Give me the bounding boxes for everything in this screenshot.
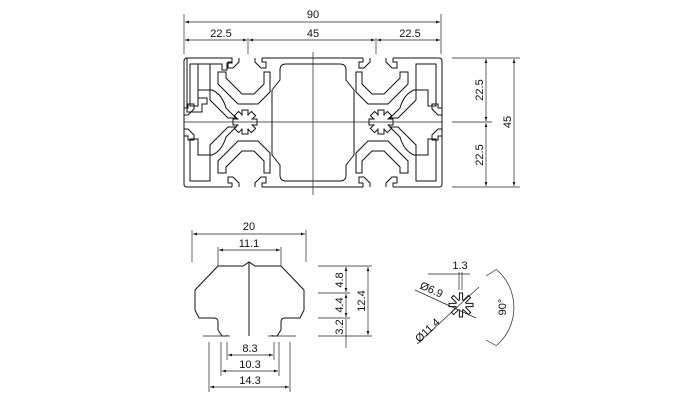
dim-slot-width: 20 <box>243 221 255 233</box>
dim-center-pitch: 45 <box>307 28 319 40</box>
dim-height-mid: 4.4 <box>334 297 346 312</box>
dim-upper-height: 22.5 <box>474 79 486 100</box>
core-detail: 1.3 Ø6.9 Ø11.4 90° <box>413 260 515 347</box>
core-bore-detail <box>448 292 474 318</box>
slot-detail: 20 11.1 8.3 10.3 14.3 4.8 4.4 3.2 12.4 <box>191 221 372 392</box>
dim-spline-width: 1.3 <box>452 260 467 272</box>
dim-outer-diameter: Ø11.4 <box>413 316 443 345</box>
dim-opening-inner: 8.3 <box>242 343 257 355</box>
dim-lower-height: 22.5 <box>474 144 486 165</box>
dim-overall-width: 90 <box>307 9 319 21</box>
dim-opening-outer: 14.3 <box>239 375 260 387</box>
profile-dimensions: 90 22.5 45 22.5 22.5 22.5 45 <box>183 9 520 188</box>
dim-angle: 90° <box>497 299 509 316</box>
profile-cross-section <box>183 52 443 195</box>
dim-slot-top-width: 11.1 <box>239 238 260 250</box>
dim-total-height: 12.4 <box>356 290 368 311</box>
dim-overall-height: 45 <box>502 116 514 128</box>
dim-opening-mid: 10.3 <box>239 359 260 371</box>
dim-height-bottom: 3.2 <box>334 319 346 334</box>
dim-left-pitch: 22.5 <box>210 28 231 40</box>
dim-height-top: 4.8 <box>334 272 346 287</box>
dim-right-pitch: 22.5 <box>399 28 420 40</box>
core-bore-right <box>368 109 394 135</box>
core-bore-left <box>232 109 258 135</box>
